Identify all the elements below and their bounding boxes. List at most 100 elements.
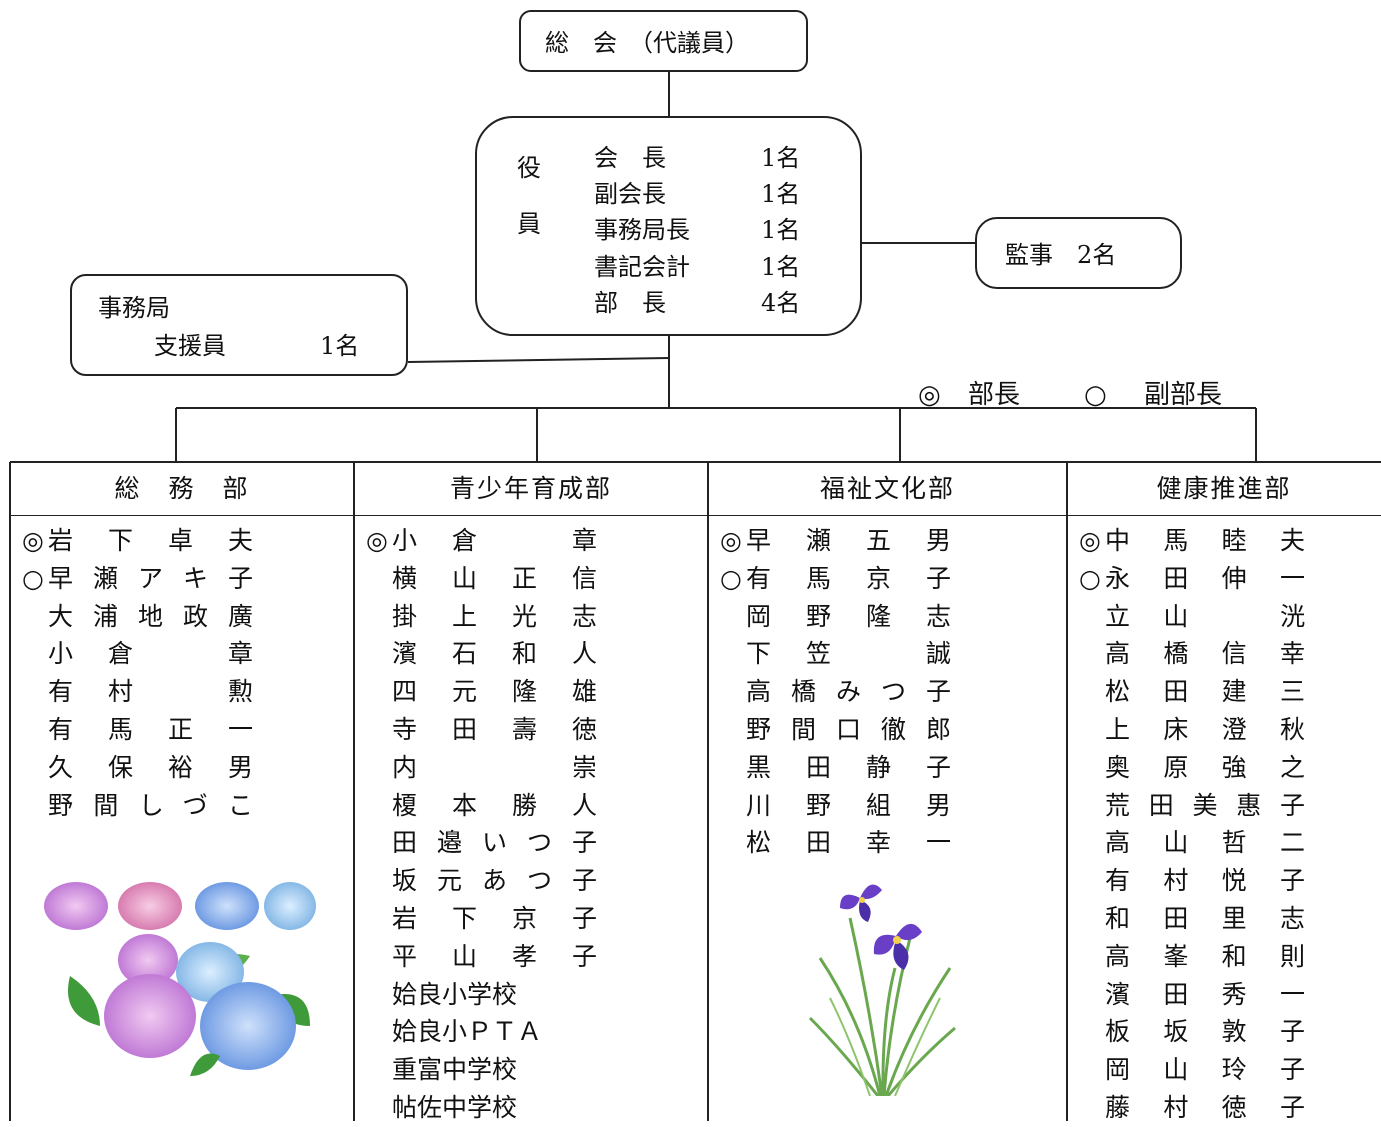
member-row: 和田里志 xyxy=(1067,900,1381,938)
member-name: 立山 洸 xyxy=(1105,601,1305,631)
member-name: 内 崇 xyxy=(392,752,597,782)
member-row: 川野組男 xyxy=(708,787,1067,825)
member-row: 有馬正一 xyxy=(10,711,354,749)
member-role-mark: ○ xyxy=(1079,563,1101,593)
member-name: 濱石和人 xyxy=(392,639,597,669)
member-row: 黒田静子 xyxy=(708,749,1067,787)
member-row: 野間口徹郎 xyxy=(708,711,1067,749)
member-name: 岡野隆志 xyxy=(746,601,951,631)
member-name: 姶良小学校 xyxy=(392,979,518,1009)
officer-count: 1名 xyxy=(761,180,801,208)
member-name: 横山正信 xyxy=(392,563,597,593)
member-row: 上床澄秋 xyxy=(1067,711,1381,749)
member-row: 荒田美惠子 xyxy=(1067,787,1381,825)
member-row: 掛上光志 xyxy=(354,598,708,636)
member-name: 荒田美惠子 xyxy=(1105,790,1305,820)
legend-head-label: 部長 xyxy=(968,380,1021,410)
officer-role: 部 長 xyxy=(594,289,666,317)
officer-role: 書記会計 xyxy=(594,253,690,281)
legend-head-symbol: ◎ xyxy=(918,380,941,410)
member-name: 黒田静子 xyxy=(746,752,951,782)
member-row: 榎本勝人 xyxy=(354,787,708,825)
member-row: ◎中馬睦夫 xyxy=(1067,522,1381,560)
secretariat-role: 支援員 xyxy=(154,332,226,360)
member-row: 濱田秀一 xyxy=(1067,976,1381,1014)
member-name: 岡山玲子 xyxy=(1105,1055,1305,1085)
member-row: 板坂敦子 xyxy=(1067,1013,1381,1051)
member-row: ○有馬京子 xyxy=(708,560,1067,598)
member-row: 平山孝子 xyxy=(354,938,708,976)
member-name: 久保裕男 xyxy=(48,752,253,782)
general-assembly-label: 総 会 （代議員） xyxy=(545,29,749,57)
member-row: 久保裕男 xyxy=(10,749,354,787)
member-name: 高橋信幸 xyxy=(1105,639,1305,669)
member-name: 奥原強之 xyxy=(1105,752,1305,782)
member-row: 松田建三 xyxy=(1067,673,1381,711)
member-list: ◎岩下卓夫○早瀬アキ子大浦地政廣小倉 章有村 勲有馬正一久保裕男野間しづこ xyxy=(10,516,354,824)
officers-box: 役 員 会 長 1名 副会長 1名 事務局長 1名 書記会計 1名 部 長 4名 xyxy=(475,116,862,336)
iris-illustration xyxy=(808,884,956,1096)
member-name: 藤村徳子 xyxy=(1105,1092,1305,1122)
officers-label-top: 役 xyxy=(517,154,541,182)
member-name: 田邉いつ子 xyxy=(392,828,597,858)
member-row: 重富中学校 xyxy=(354,1051,708,1089)
member-row: ◎早瀬五男 xyxy=(708,522,1067,560)
officer-count: 4名 xyxy=(761,289,801,317)
member-name: 姶良小ＰＴＡ xyxy=(392,1017,543,1047)
member-name: 高山哲二 xyxy=(1105,828,1305,858)
member-row: 野間しづこ xyxy=(10,787,354,825)
member-row: 藤村徳子 xyxy=(1067,1089,1381,1127)
member-row: 寺田壽徳 xyxy=(354,711,708,749)
member-row: 奥原強之 xyxy=(1067,749,1381,787)
member-row: ◎岩下卓夫 xyxy=(10,522,354,560)
member-row: 帖佐中学校 xyxy=(354,1089,708,1127)
member-name: 平山孝子 xyxy=(392,941,597,971)
officer-role: 副会長 xyxy=(594,180,666,208)
member-name: 岩下卓夫 xyxy=(48,526,253,555)
member-name: 有村悦子 xyxy=(1105,866,1305,896)
member-role-mark: ○ xyxy=(720,563,742,593)
member-row: 内 崇 xyxy=(354,749,708,787)
member-name: 大浦地政廣 xyxy=(48,601,253,631)
member-row: ◎小倉 章 xyxy=(354,522,708,560)
hydrangea-illustration xyxy=(44,882,316,1076)
member-name: 高橋みつ子 xyxy=(746,677,951,707)
member-role-mark: ◎ xyxy=(1079,526,1101,555)
member-list: ◎中馬睦夫○永田伸一立山 洸高橋信幸松田建三上床澄秋奥原強之荒田美惠子高山哲二有… xyxy=(1067,516,1381,1127)
member-name: 松田幸一 xyxy=(746,828,951,858)
member-name: 有馬正一 xyxy=(48,714,253,744)
member-row: 下笠 誠 xyxy=(708,635,1067,673)
officer-role: 事務局長 xyxy=(594,216,690,244)
member-row: 高橋みつ子 xyxy=(708,673,1067,711)
member-row: 有村悦子 xyxy=(1067,862,1381,900)
member-name: 松田建三 xyxy=(1105,677,1305,707)
member-name: 永田伸一 xyxy=(1105,563,1305,593)
member-name: 高峯和則 xyxy=(1105,941,1305,971)
general-assembly-box: 総 会 （代議員） xyxy=(519,10,808,72)
member-name: 野間口徹郎 xyxy=(746,714,951,744)
member-row: 濱石和人 xyxy=(354,635,708,673)
department-column: 健康推進部◎中馬睦夫○永田伸一立山 洸高橋信幸松田建三上床澄秋奥原強之荒田美惠子… xyxy=(1067,462,1381,1122)
department-title: 総 務 部 xyxy=(10,462,354,516)
member-row: 大浦地政廣 xyxy=(10,598,354,636)
member-name: 中馬睦夫 xyxy=(1105,526,1305,555)
member-name: 帖佐中学校 xyxy=(392,1092,518,1122)
department-title: 青少年育成部 xyxy=(354,462,708,516)
member-role-mark: ○ xyxy=(22,563,44,593)
member-name: 早瀬アキ子 xyxy=(48,563,253,593)
member-row: 坂元あつ子 xyxy=(354,862,708,900)
member-name: 和田里志 xyxy=(1105,903,1305,933)
member-name: 榎本勝人 xyxy=(392,790,597,820)
member-name: 川野組男 xyxy=(746,790,951,820)
member-row: 姶良小学校 xyxy=(354,976,708,1014)
member-role-mark: ◎ xyxy=(366,526,388,555)
member-row: ○早瀬アキ子 xyxy=(10,560,354,598)
officers-label-bottom: 員 xyxy=(517,210,541,238)
member-name: 四元隆雄 xyxy=(392,677,597,707)
officer-count: 1名 xyxy=(761,144,801,172)
secretariat-title: 事務局 xyxy=(98,294,170,322)
member-row: 高峯和則 xyxy=(1067,938,1381,976)
member-row: 四元隆雄 xyxy=(354,673,708,711)
member-row: 岡山玲子 xyxy=(1067,1051,1381,1089)
